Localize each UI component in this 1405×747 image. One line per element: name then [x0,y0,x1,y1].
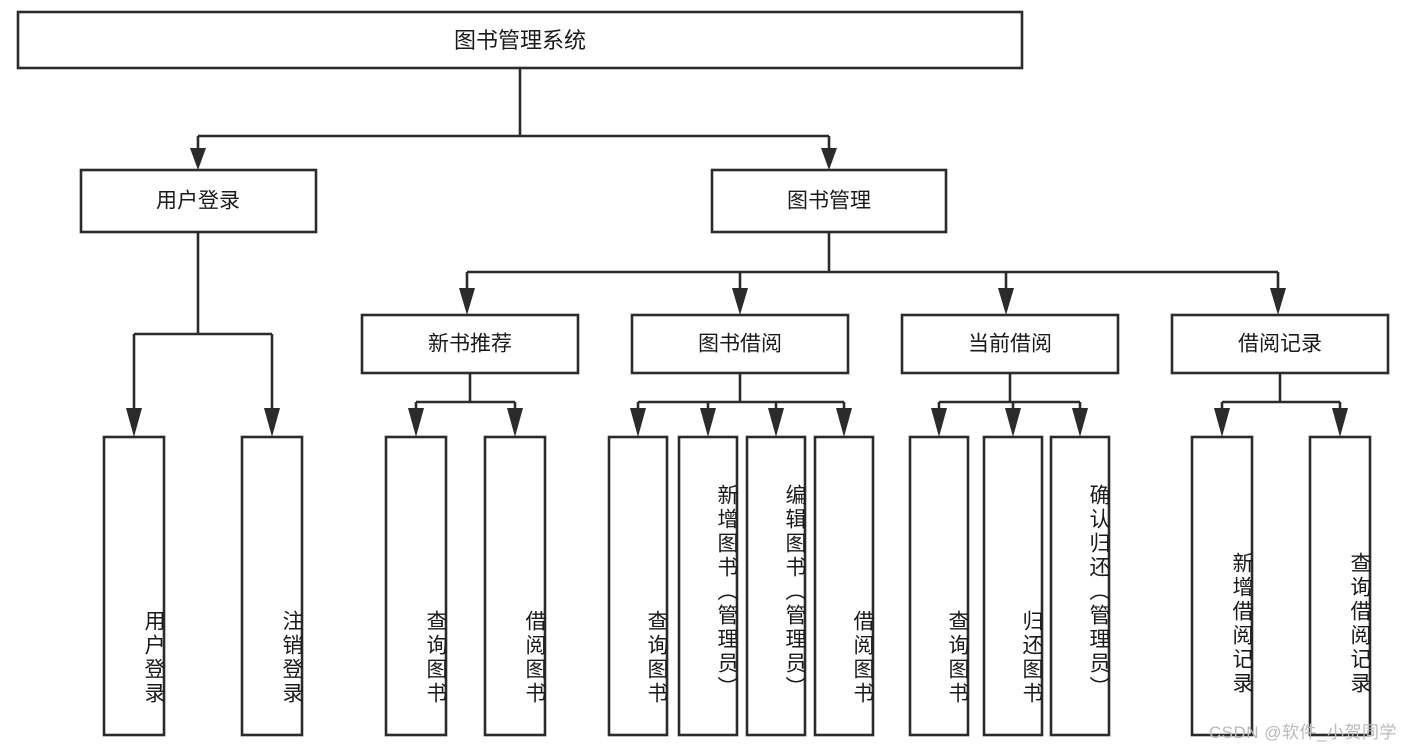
connector-layer [126,68,1348,437]
arrow-head-leaf-query-book-1 [408,408,424,437]
leaf-add-book-admin-box[interactable] [677,435,739,737]
node-root-box[interactable] [16,10,1024,70]
node-borrow-record-label: 借阅记录 [1238,333,1322,356]
leaf-query-book-2-box[interactable] [607,435,669,737]
leaf-query-record-box[interactable] [1308,435,1372,737]
node-user-login-label: 用户登录 [156,190,240,213]
node-new-book-rec-box[interactable] [360,313,580,375]
arrow-head-leaf-user-login [126,408,142,437]
node-borrow-record-box[interactable] [1170,313,1390,375]
node-current-borrow-box[interactable] [900,313,1120,375]
arrow-head-leaf-borrow-book-1 [507,408,523,437]
node-root-label: 图书管理系统 [454,28,586,53]
csdn-watermark: CSDN @软件_小贺同学 [1208,723,1397,742]
leaf-add-record-box[interactable] [1190,435,1254,737]
leaf-query-book-1-box[interactable] [384,435,448,737]
node-user-login-box[interactable] [79,168,318,234]
arrow-head-leaf-confirm-return [1072,408,1088,437]
node-root[interactable]: 图书管理系统 [16,10,1024,70]
node-current-borrow[interactable]: 当前借阅 [900,313,1120,375]
node-book-manage-label: 图书管理 [787,190,871,213]
node-book-manage[interactable]: 图书管理 [710,168,948,234]
node-book-borrow-label: 图书借阅 [698,333,782,356]
node-current-borrow-label: 当前借阅 [968,333,1052,356]
node-book-borrow-box[interactable] [630,313,850,375]
leaf-user-login-box[interactable] [102,435,166,737]
arrow-head-leaf-query-book-2 [630,408,646,437]
leaf-borrow-book-1-box[interactable] [483,435,547,737]
node-new-book-rec-label: 新书推荐 [428,333,512,356]
arrow-head-book-manage [821,148,837,170]
arrow-head-leaf-edit-book-admin [768,408,784,437]
arrow-head-book-borrow [732,288,748,315]
node-book-manage-box[interactable] [710,168,948,234]
node-borrow-record[interactable]: 借阅记录 [1170,313,1390,375]
leaf-edit-book-admin-box[interactable] [745,435,807,737]
arrow-head-current-borrow [998,288,1014,315]
leaf-user-logout-box[interactable] [240,435,304,737]
node-book-borrow[interactable]: 图书借阅 [630,313,850,375]
arrow-head-leaf-add-book-admin [700,408,716,437]
arrow-head-leaf-query-record [1332,408,1348,437]
node-user-login[interactable]: 用户登录 [79,168,318,234]
arrow-head-leaf-return-book [1005,408,1021,437]
arrow-head-new-book-rec [459,288,475,315]
leaf-borrow-book-2-box[interactable] [813,435,875,737]
leaf-layer [102,435,1372,737]
arrow-head-borrow-record [1270,288,1286,315]
leaf-confirm-return-box[interactable] [1049,435,1111,737]
arrow-head-leaf-user-logout [264,408,280,437]
arrow-head-leaf-borrow-book-2 [836,408,852,437]
arrow-head-leaf-add-record [1214,408,1230,437]
node-new-book-rec[interactable]: 新书推荐 [360,313,580,375]
arrow-head-user-login [190,148,206,170]
leaf-return-book-box[interactable] [982,435,1044,737]
leaf-query-book-3-box[interactable] [908,435,970,737]
arrow-head-leaf-query-book-3 [931,408,947,437]
